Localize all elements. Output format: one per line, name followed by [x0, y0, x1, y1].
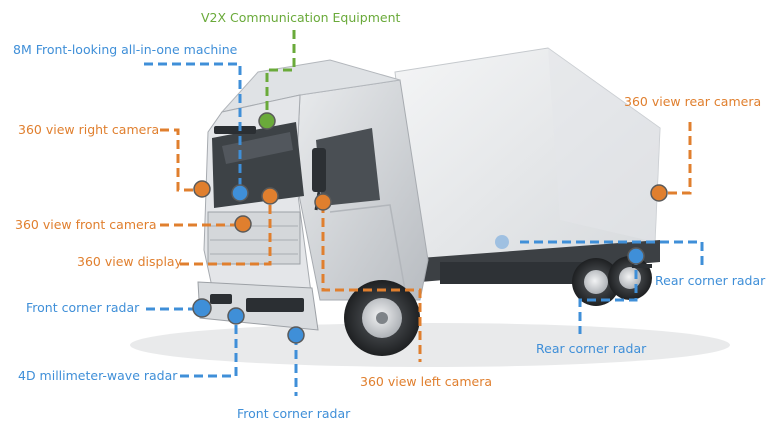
headlight	[246, 298, 304, 312]
front-corner-radar-bottom-dot	[287, 326, 305, 344]
leader-lines	[144, 30, 704, 396]
leader-rear-corner-radar-right	[520, 240, 704, 268]
front-looking-dot	[231, 184, 249, 202]
right-camera-dot	[193, 180, 211, 198]
label-front-corner-radar-bottom: Front corner radar	[237, 406, 351, 421]
fog-light	[210, 294, 232, 304]
side-mirror	[312, 148, 326, 192]
grille	[207, 211, 301, 265]
leader-front-looking	[144, 62, 242, 192]
label-rear-corner-radar-right: Rear corner radar	[655, 273, 766, 288]
leader-display	[180, 196, 272, 266]
rear-corner-radar-hidden-dot	[495, 235, 509, 249]
rear-wheel-2	[608, 256, 652, 300]
cargo-box-rear-face	[548, 48, 660, 242]
label-v2x: V2X Communication Equipment	[201, 10, 401, 25]
label-mmwave-radar: 4D millimeter-wave radar	[18, 368, 178, 383]
label-rear-camera: 360 view rear camera	[624, 94, 762, 109]
rear-camera-dot	[650, 184, 668, 202]
roof-camera-unit	[214, 126, 256, 134]
label-right-camera: 360 view right camera	[18, 122, 160, 137]
label-rear-corner-radar-bottom: Rear corner radar	[536, 341, 647, 356]
front-wheel	[344, 280, 420, 356]
side-window	[316, 128, 380, 206]
label-display: 360 view display	[77, 254, 182, 269]
mmwave-radar-dot	[227, 307, 245, 325]
label-left-camera: 360 view left camera	[360, 374, 493, 389]
fuel-tank-area	[440, 262, 590, 284]
label-front-looking-machine: 8M Front-looking all-in-one machine	[13, 42, 238, 57]
v2x-dot	[258, 112, 276, 130]
leader-rear-corner-radar-bottom	[578, 256, 638, 334]
leader-right-camera	[160, 128, 202, 192]
label-front-camera: 360 view front camera	[15, 217, 157, 232]
door-line	[329, 204, 406, 291]
leader-rear-camera	[660, 122, 692, 195]
display-dot	[261, 187, 279, 205]
leader-mmwave	[180, 316, 238, 378]
label-front-corner-radar-left: Front corner radar	[26, 300, 140, 315]
sensor-dots	[192, 112, 668, 344]
leader-v2x	[265, 30, 296, 120]
front-corner-radar-left-dot	[192, 298, 212, 318]
left-camera-dot	[314, 193, 332, 211]
front-camera-dot	[234, 215, 252, 233]
leader-left-camera	[321, 204, 422, 362]
rear-wheel-1	[572, 258, 620, 306]
rear-corner-radar-dot	[627, 247, 645, 265]
